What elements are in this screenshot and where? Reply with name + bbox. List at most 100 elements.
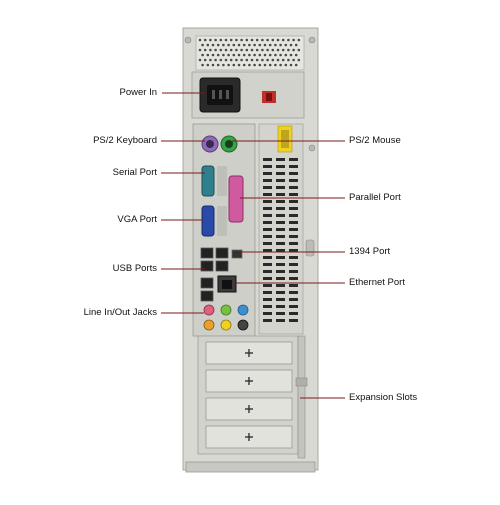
usb-port-1 — [200, 247, 214, 259]
audio-jack-6 — [237, 319, 249, 331]
top-vent-hole — [281, 48, 285, 52]
parallel-port-connector — [228, 175, 244, 223]
top-vent-hole — [271, 58, 275, 62]
top-vent-hole — [248, 53, 251, 57]
top-vent-hole — [255, 48, 259, 52]
top-vent-hole — [222, 43, 225, 47]
side-vent-slot — [263, 263, 272, 266]
top-vent-hole — [219, 58, 223, 62]
top-vent-hole — [224, 58, 228, 62]
top-vent-hole — [206, 53, 210, 57]
usb-port-6 — [200, 290, 214, 302]
top-vent-hole — [206, 43, 210, 47]
side-vent-slot — [263, 284, 272, 287]
usb-port-2 — [215, 247, 229, 259]
side-vent-slot — [263, 221, 272, 224]
screw-mid-right — [308, 144, 316, 152]
top-vent-hole — [294, 53, 298, 57]
top-vent-hole — [245, 48, 249, 52]
side-vent-slot — [276, 193, 285, 196]
top-vent-hole — [287, 38, 290, 42]
top-vent-hole — [216, 63, 220, 67]
top-vent-hole — [229, 38, 233, 42]
side-vent-slot — [289, 200, 298, 203]
top-vent-hole — [216, 43, 220, 47]
side-vent-slot — [276, 305, 285, 308]
side-vent-slot — [289, 277, 298, 280]
top-vent-hole — [209, 48, 212, 52]
side-vent-slot — [263, 172, 272, 175]
side-vent-slot — [276, 312, 285, 315]
side-vent-slot — [289, 158, 298, 161]
side-vent-slot — [263, 235, 272, 238]
line-in-jack — [203, 304, 215, 316]
top-vent-hole — [222, 53, 225, 57]
top-vent-hole — [219, 48, 223, 52]
top-vent-hole — [227, 53, 230, 57]
side-vent-slot — [289, 214, 298, 217]
side-vent-slot — [276, 298, 285, 301]
side-vent-slot — [289, 221, 298, 224]
side-vent-slot — [263, 312, 272, 315]
side-vent-slot — [263, 249, 272, 252]
top-vent-hole — [211, 53, 215, 57]
top-vent-hole — [279, 63, 282, 67]
side-vent-slot — [263, 242, 272, 245]
top-vent-hole — [284, 53, 288, 57]
top-vent-hole — [219, 38, 223, 42]
label-expansion-slots: Expansion Slots — [349, 392, 418, 403]
top-vent-hole — [276, 38, 280, 42]
top-vent-hole — [222, 63, 225, 67]
serial-port-connector — [201, 165, 215, 197]
ps2-keyboard-port-inner — [206, 140, 214, 148]
side-vent-slot — [289, 270, 298, 273]
label-1394-port: 1394 Port — [349, 246, 391, 257]
top-vent-hole — [268, 53, 272, 57]
top-vent-hole — [294, 43, 298, 47]
top-vent-hole — [237, 43, 241, 47]
vga-port-connector — [201, 205, 215, 237]
top-vent-hole — [292, 48, 295, 52]
top-vent-hole — [258, 53, 262, 57]
side-vent-slot — [276, 291, 285, 294]
side-vent-slot — [263, 214, 272, 217]
side-vent-slot — [289, 235, 298, 238]
side-vent-slot — [289, 305, 298, 308]
top-vent-hole — [253, 43, 256, 47]
top-vent-hole — [263, 53, 267, 57]
top-vent-hole — [201, 63, 204, 67]
top-vent-hole — [287, 58, 290, 62]
side-vent-slot — [263, 291, 272, 294]
side-vent-slot — [289, 186, 298, 189]
top-vent-hole — [229, 48, 233, 52]
top-vent-hole — [206, 63, 210, 67]
side-vent-slot — [289, 291, 298, 294]
top-vent-hole — [281, 38, 285, 42]
top-vent-hole — [214, 48, 217, 52]
side-vent-slot — [276, 277, 285, 280]
top-vent-hole — [203, 48, 207, 52]
top-vent-hole — [214, 58, 217, 62]
line-out-jack — [220, 304, 232, 316]
side-vent-slot — [276, 207, 285, 210]
mic-jack — [237, 304, 249, 316]
top-vent-hole — [250, 58, 254, 62]
label-power-in: Power In — [119, 87, 158, 98]
top-vent-hole — [229, 58, 233, 62]
top-vent-hole — [292, 58, 295, 62]
top-vent-hole — [294, 63, 298, 67]
side-vent-slot — [276, 172, 285, 175]
top-vent-hole — [248, 63, 251, 67]
label-ps2-keyboard: PS/2 Keyboard — [93, 135, 157, 146]
top-vent-hole — [268, 63, 272, 67]
side-vent-slot — [276, 242, 285, 245]
top-vent-hole — [232, 53, 236, 57]
side-vent-slot — [263, 165, 272, 168]
label-serial-port: Serial Port — [112, 167, 157, 178]
top-vent-hole — [297, 58, 301, 62]
side-vent-slot — [276, 214, 285, 217]
top-vent-hole — [253, 53, 256, 57]
audio-jack-4 — [203, 319, 215, 331]
firewire-1394-port — [231, 249, 243, 259]
